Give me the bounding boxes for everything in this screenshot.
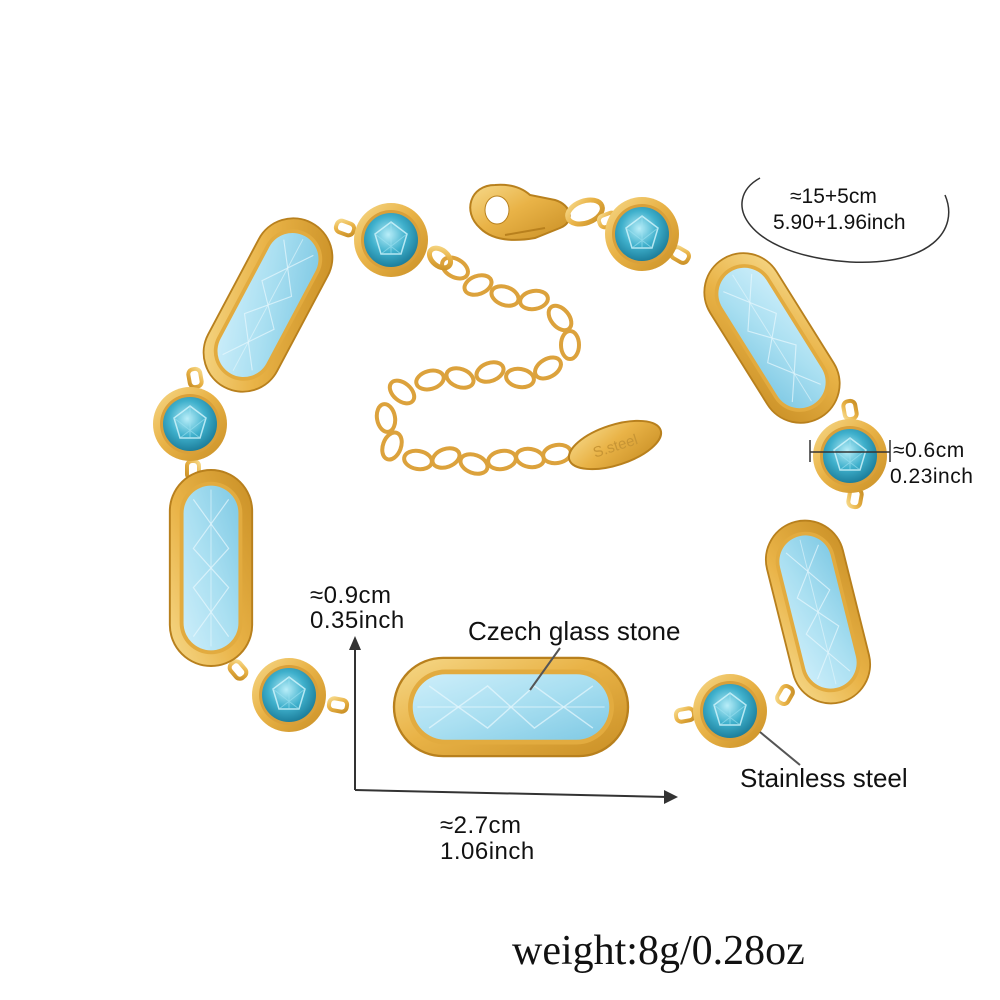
steel-tag: S.steel	[567, 419, 663, 471]
length-inch-label: 5.90+1.96inch	[773, 211, 906, 234]
round-stone-2	[604, 196, 680, 272]
weight-label: weight:8g/0.28oz	[512, 928, 805, 974]
extension-chain	[374, 255, 581, 476]
long-stone-top-right	[688, 237, 856, 439]
round-stone-5	[692, 673, 768, 749]
small-stone-cm-label: ≈0.6cm	[893, 439, 965, 462]
czech-glass-callout: Czech glass stone	[468, 616, 681, 646]
small-stone-inch-label: 0.23inch	[890, 465, 974, 488]
round-stone-3	[152, 386, 228, 462]
callout-leaders	[529, 647, 801, 766]
long-stone-top-left	[188, 203, 348, 407]
length-oval	[741, 177, 950, 263]
round-stone-6	[812, 418, 888, 494]
round-stone-4	[251, 657, 327, 733]
height-cm-label: ≈0.9cm	[310, 582, 392, 609]
stainless-steel-callout: Stainless steel	[740, 763, 908, 793]
dimension-arrows	[349, 636, 678, 804]
round-stone-1	[353, 202, 429, 278]
long-stone-right	[756, 511, 880, 713]
lobster-clasp	[426, 183, 605, 271]
long-stone-left	[168, 469, 254, 667]
long-stone-bottom	[392, 656, 630, 758]
small-stone-dimension	[809, 440, 891, 462]
length-cm-label: ≈15+5cm	[790, 185, 877, 208]
height-inch-label: 0.35inch	[310, 607, 405, 634]
width-inch-label: 1.06inch	[440, 838, 535, 865]
width-cm-label: ≈2.7cm	[440, 812, 522, 839]
